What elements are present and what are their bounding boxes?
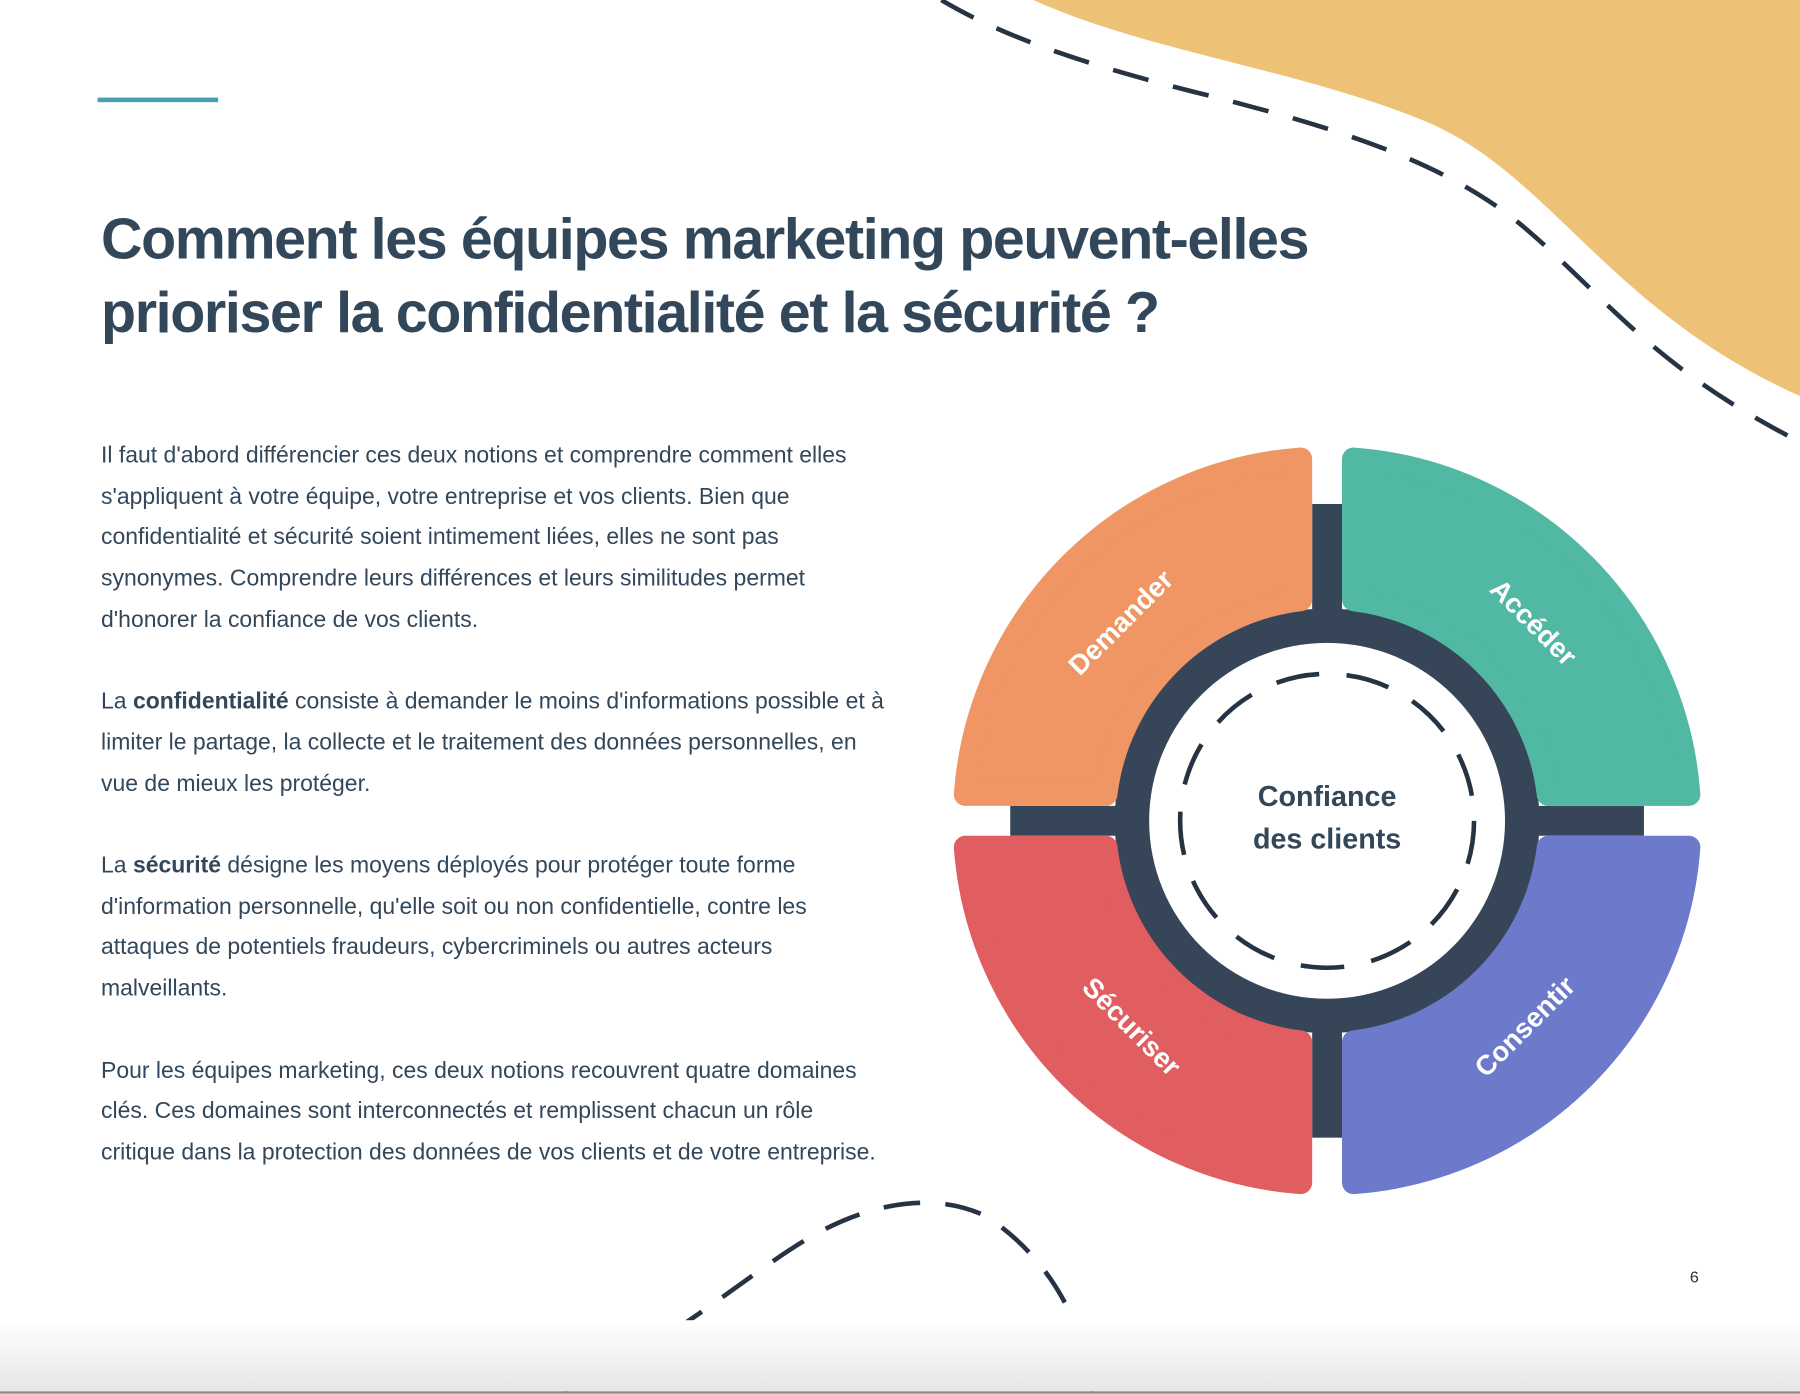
paragraph-domains: Pour les équipes marketing, ces deux not…: [101, 1051, 893, 1174]
paragraph-text: La: [101, 689, 133, 715]
paragraph-text: désigne les moyens déployés pour protége…: [101, 852, 807, 1002]
paragraph-intro: Il faut d'abord différencier ces deux no…: [101, 436, 893, 641]
paragraph-text: La: [101, 852, 133, 879]
bottom-fade: [0, 1320, 1800, 1392]
page-title: Comment les équipes marketing peuvent-el…: [101, 202, 1310, 349]
dashed-curve-top: [940, 0, 1800, 445]
yellow-blob-decor: [1033, 0, 1800, 397]
title-line-2: prioriser la confidentialité et la sécur…: [101, 280, 1160, 345]
dashed-inner-circle: [1177, 671, 1477, 971]
bottom-border: [0, 1391, 1800, 1394]
title-line-1: Comment les équipes marketing peuvent-el…: [101, 206, 1310, 271]
center-label-line-1: Confiance: [1258, 781, 1397, 813]
segment-demander: [953, 447, 1313, 806]
segment-acceder: [1342, 447, 1701, 806]
segment-securiser: [953, 835, 1313, 1195]
bold-term: confidentialité: [132, 689, 289, 715]
body-text: Il faut d'abord différencier ces deux no…: [101, 436, 893, 1215]
paragraph-text: Pour les équipes marketing, ces deux not…: [101, 1057, 876, 1166]
dashed-curve-bottom: [561, 1200, 1096, 1394]
paragraph-text: consiste à demander le moins d'informati…: [101, 689, 884, 797]
page-number: 6: [1689, 1267, 1699, 1286]
paragraph-text: Il faut d'abord différencier ces deux no…: [101, 443, 847, 633]
center-circle: [1149, 642, 1506, 999]
paragraph-confidentialite: La confidentialité consiste à demander l…: [101, 682, 893, 805]
paragraph-securite: La sécurité désigne les moyens déployés …: [101, 846, 893, 1010]
segment-consentir: [1342, 835, 1701, 1195]
center-label-line-2: des clients: [1253, 823, 1401, 855]
bold-term: sécurité: [132, 852, 222, 879]
accent-line: [97, 97, 219, 103]
